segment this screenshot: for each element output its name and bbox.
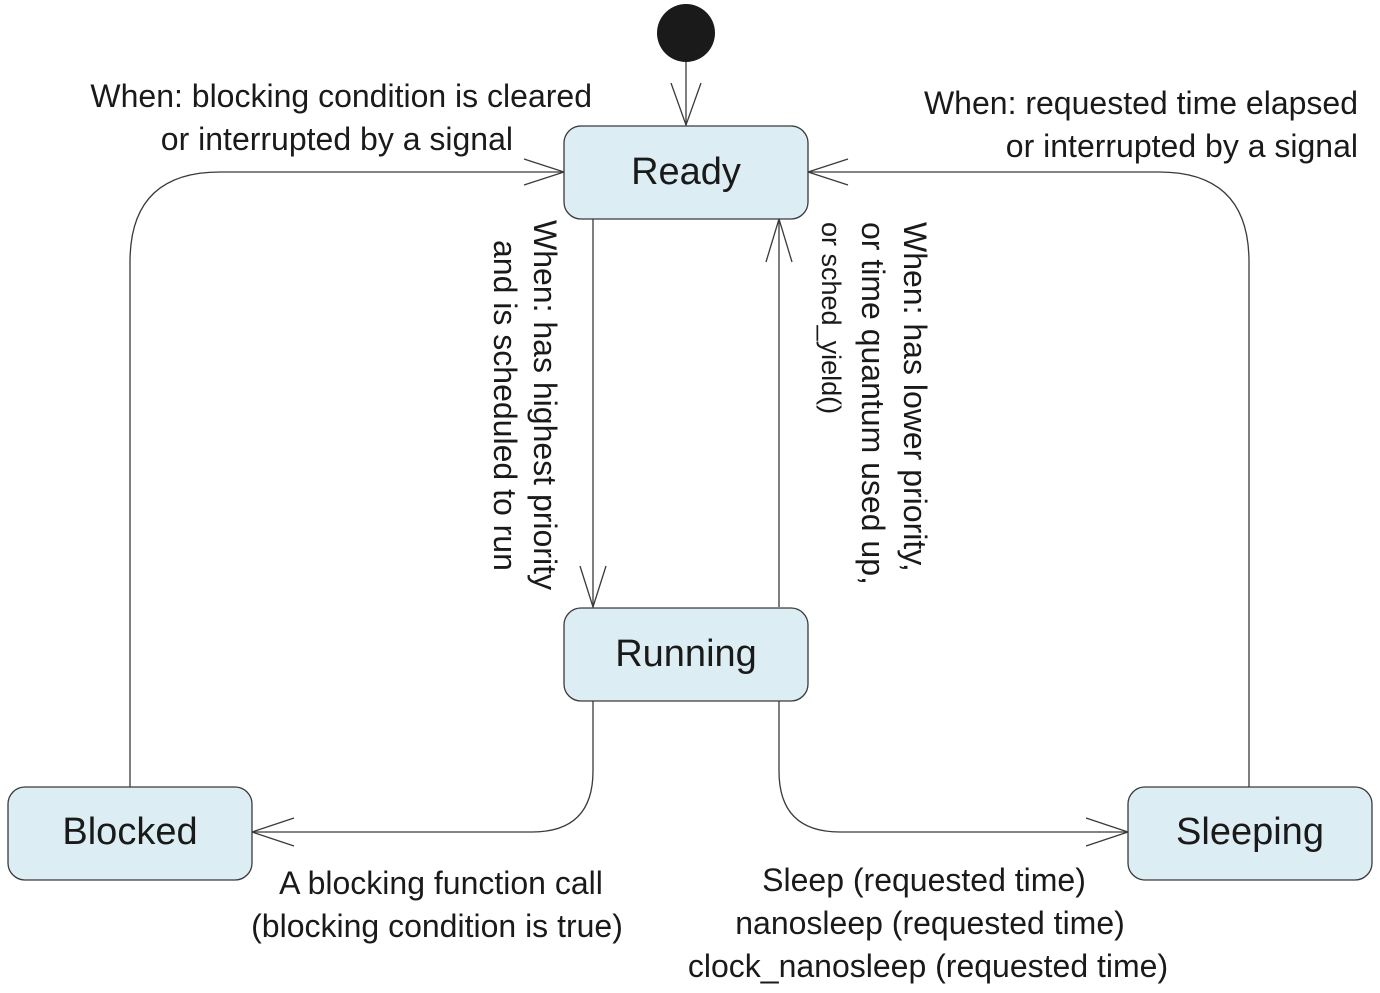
edge-running-to-blocked	[252, 701, 594, 833]
arrowhead-initial-to-ready	[670, 82, 702, 127]
label-running-to-ready: When: has lower priority, or time quantu…	[816, 222, 933, 585]
state-blocked: Blocked	[7, 786, 253, 881]
label-blocked-to-ready: When: blocking condition is cleared or i…	[90, 78, 592, 157]
label-running-to-blocked: A blocking function call (blocking condi…	[251, 865, 623, 944]
label-running-to-sleeping: Sleep (requested time) nanosleep (reques…	[688, 862, 1168, 984]
state-ready: Ready	[563, 125, 809, 220]
state-sleeping-label: Sleeping	[1176, 811, 1324, 853]
label-blocked-to-ready-line-2: or interrupted by a signal	[161, 121, 513, 157]
state-ready-label: Ready	[631, 151, 741, 193]
edge-blocked-to-ready	[129, 171, 564, 787]
label-running-to-ready-line-1: When: has lower priority,	[897, 222, 933, 572]
state-running-label: Running	[615, 633, 757, 675]
label-blocked-to-ready-line-1: When: blocking condition is cleared	[90, 78, 592, 114]
label-running-to-sleeping-line-2: nanosleep (requested time)	[735, 905, 1125, 941]
arrowhead-ready-to-running	[579, 565, 607, 610]
label-running-to-ready-line-3: or sched_yield()	[816, 222, 846, 414]
label-ready-to-running: When: has highest priority and is schedu…	[487, 220, 563, 590]
state-sleeping: Sleeping	[1127, 786, 1373, 881]
label-ready-to-running-line-1: When: has highest priority	[527, 220, 563, 590]
edge-sleeping-to-ready	[808, 171, 1250, 787]
edge-running-to-sleeping	[778, 701, 1128, 833]
initial-node	[657, 4, 715, 62]
state-running: Running	[563, 607, 809, 702]
label-sleeping-to-ready-line-1: When: requested time elapsed	[924, 85, 1358, 121]
label-running-to-sleeping-line-3: clock_nanosleep (requested time)	[688, 948, 1168, 984]
label-running-to-sleeping-line-1: Sleep (requested time)	[762, 862, 1086, 898]
label-running-to-blocked-line-1: A blocking function call	[279, 865, 603, 901]
state-blocked-label: Blocked	[62, 811, 197, 853]
label-ready-to-running-line-2: and is scheduled to run	[487, 240, 523, 571]
label-sleeping-to-ready: When: requested time elapsed or interrup…	[924, 85, 1358, 164]
label-running-to-ready-line-2: or time quantum used up,	[855, 222, 891, 585]
label-sleeping-to-ready-line-2: or interrupted by a signal	[1006, 128, 1358, 164]
label-running-to-blocked-line-2: (blocking condition is true)	[251, 908, 623, 944]
